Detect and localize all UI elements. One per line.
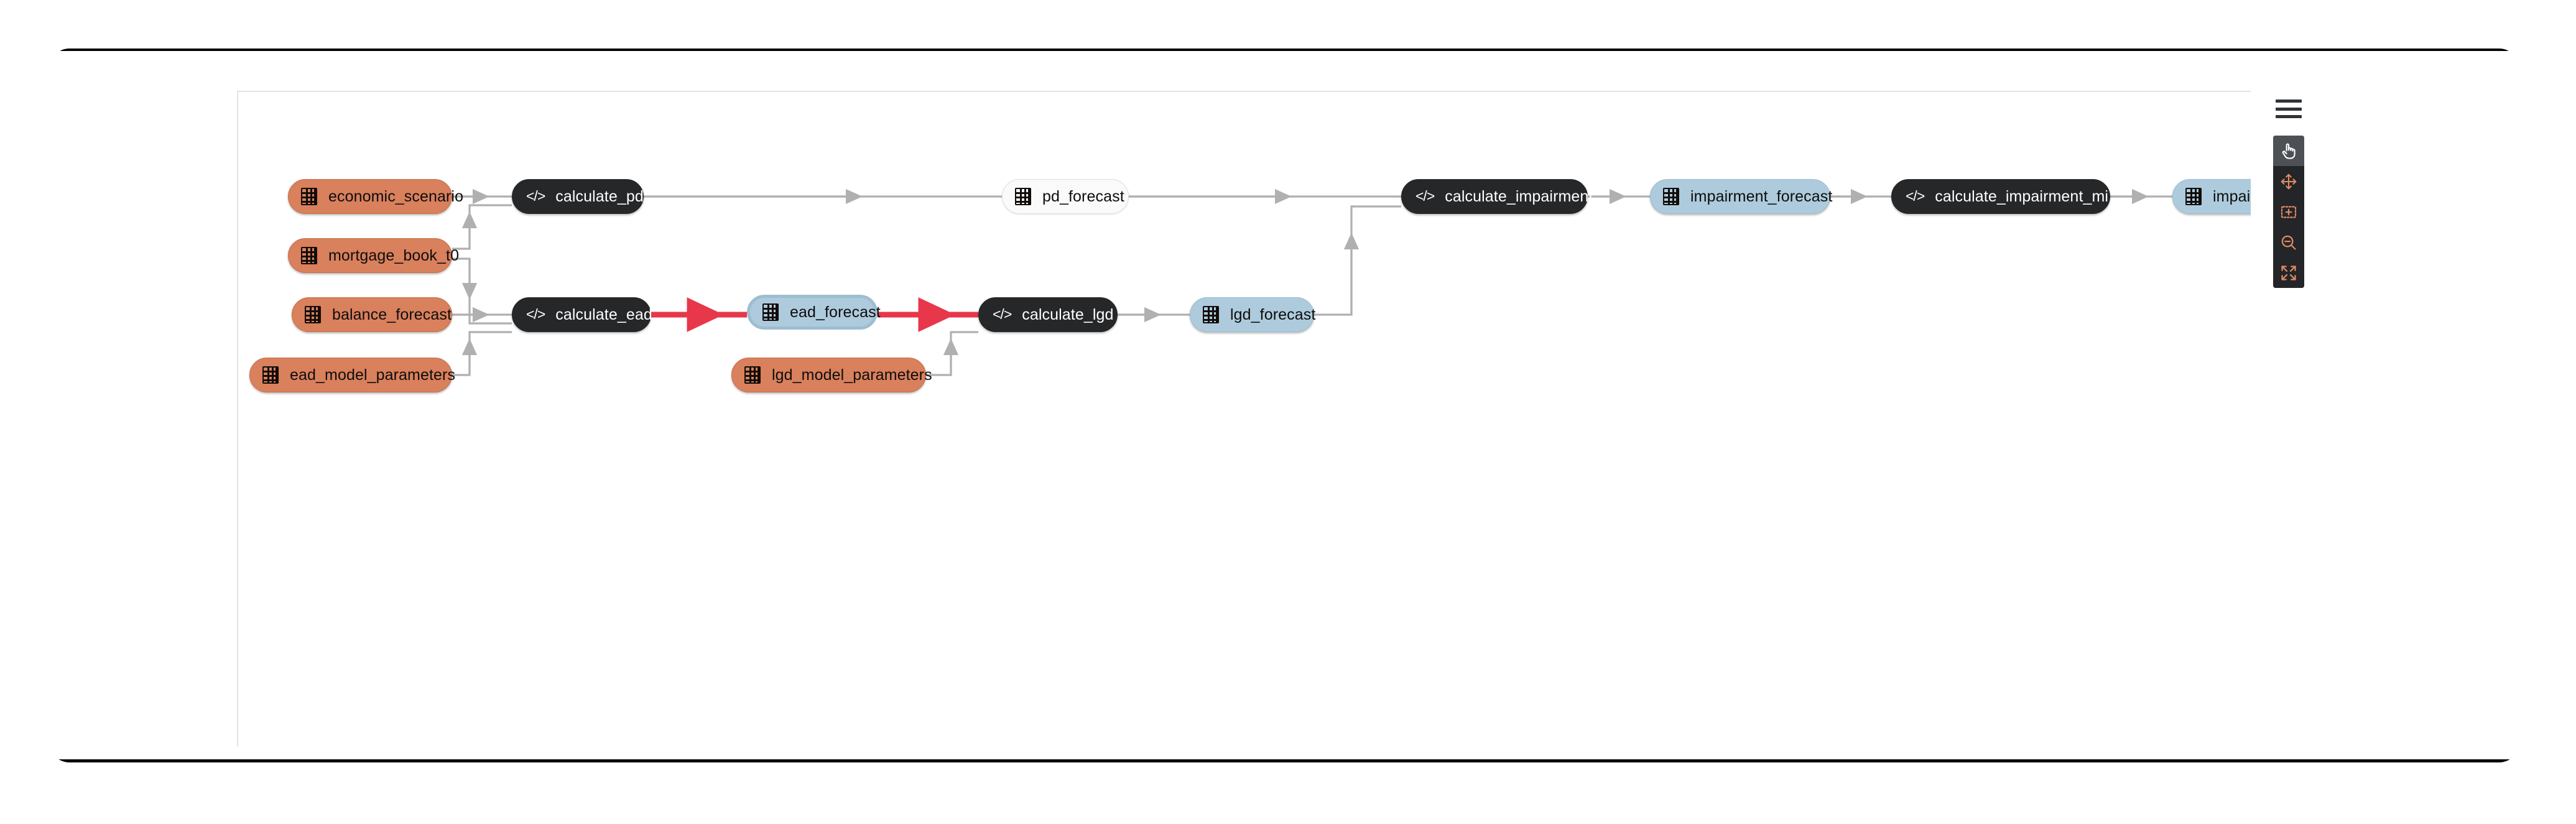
code-brackets-icon: </> — [1415, 187, 1435, 204]
table-grid-icon — [1015, 188, 1031, 205]
graph-node-label: impairment_mi — [2213, 187, 2251, 205]
table-grid-icon — [305, 306, 321, 323]
table-grid-icon — [1203, 306, 1219, 323]
table-grid-icon — [744, 366, 761, 384]
table-grid-icon — [762, 303, 779, 321]
tool-select-button[interactable] — [2273, 136, 2304, 166]
table-grid-icon — [1015, 188, 1031, 205]
graph-node-ead_forecast[interactable]: ead_forecast — [747, 295, 881, 330]
graph-node-label: impairment_forecast — [1690, 187, 1833, 205]
graph-node-economic_scenario[interactable]: economic_scenario — [288, 179, 463, 214]
table-grid-icon — [762, 303, 779, 321]
graph-node-ead_model_parameters[interactable]: ead_model_parameters — [249, 358, 456, 392]
tool-fit-screen-button[interactable] — [2273, 257, 2304, 288]
table-grid-icon — [1663, 188, 1679, 205]
move-arrows-icon — [2281, 174, 2297, 189]
graph-node-pd_forecast[interactable]: pd_forecast — [1002, 179, 1129, 214]
graph-node-label: balance_forecast — [332, 305, 452, 323]
table-grid-icon — [2185, 188, 2202, 205]
canvas-toolbar — [2273, 136, 2304, 288]
graph-edges — [452, 188, 2172, 376]
graph-node-calculate_ead[interactable]: </> calculate_ead — [512, 297, 652, 332]
graph-node-label: ead_forecast — [790, 303, 881, 321]
hamburger-menu-icon[interactable] — [2276, 100, 2302, 118]
graph-node-impairment_forecast[interactable]: impairment_forecast — [1650, 179, 1833, 214]
code-brackets-icon: </> — [526, 305, 545, 322]
table-grid-icon — [1203, 306, 1219, 323]
graph-node-label: calculate_pd — [555, 187, 644, 205]
tool-zoom-out-button[interactable] — [2273, 227, 2304, 257]
code-brackets-icon: </> — [526, 187, 545, 204]
expand-arrows-icon — [2281, 265, 2296, 280]
table-grid-icon — [1663, 188, 1679, 205]
graph-node-label: calculate_ead — [555, 305, 652, 323]
table-grid-icon — [301, 247, 317, 264]
table-grid-icon — [301, 188, 317, 205]
graph-node-mortgage_book_t0[interactable]: mortgage_book_t0 — [288, 238, 459, 273]
code-brackets-icon: </> — [1906, 187, 1925, 204]
table-grid-icon — [301, 188, 317, 205]
graph-node-lgd_model_parameters[interactable]: lgd_model_parameters — [731, 358, 932, 392]
hand-pointer-icon — [2282, 143, 2296, 159]
tool-zoom-in-button[interactable] — [2273, 197, 2304, 227]
tool-pan-button[interactable] — [2273, 166, 2304, 197]
graph-node-label: calculate_impairment_mi — [1935, 187, 2109, 205]
graph-node-label: calculate_impairment — [1445, 187, 1593, 205]
graph-node-label: economic_scenario — [328, 187, 464, 205]
graph-node-label: calculate_lgd — [1022, 305, 1114, 323]
hamburger-bar — [2276, 100, 2302, 103]
graph-node-calculate_impairment[interactable]: </> calculate_impairment — [1401, 179, 1593, 214]
graph-node-impairment_mi[interactable]: impairment_mi — [2172, 179, 2251, 214]
zoom-in-marquee-icon — [2281, 205, 2297, 218]
table-grid-icon — [744, 366, 761, 384]
graph-node-calculate_pd[interactable]: </> calculate_pd — [512, 179, 644, 214]
table-grid-icon — [2185, 188, 2202, 205]
graph-node-label: mortgage_book_t0 — [328, 246, 460, 264]
graph-node-balance_forecast[interactable]: balance_forecast — [292, 297, 452, 332]
table-grid-icon — [262, 366, 279, 384]
graph-node-calculate_lgd[interactable]: </> calculate_lgd — [978, 297, 1118, 332]
table-grid-icon — [262, 366, 279, 384]
graph-node-calculate_impairment_mi[interactable]: </> calculate_impairment_mi — [1891, 179, 2110, 214]
hamburger-bar — [2276, 115, 2302, 118]
graph-node-lgd_forecast[interactable]: lgd_forecast — [1190, 297, 1316, 332]
table-grid-icon — [301, 247, 317, 264]
zoom-out-icon — [2281, 235, 2296, 250]
graph-node-label: ead_model_parameters — [290, 366, 456, 384]
table-grid-icon — [305, 306, 321, 323]
graph-node-label: lgd_forecast — [1230, 305, 1316, 323]
graph-node-label: lgd_model_parameters — [772, 366, 932, 384]
graph-node-label: pd_forecast — [1042, 187, 1124, 205]
hamburger-bar — [2276, 107, 2302, 111]
code-brackets-icon: </> — [993, 305, 1012, 322]
